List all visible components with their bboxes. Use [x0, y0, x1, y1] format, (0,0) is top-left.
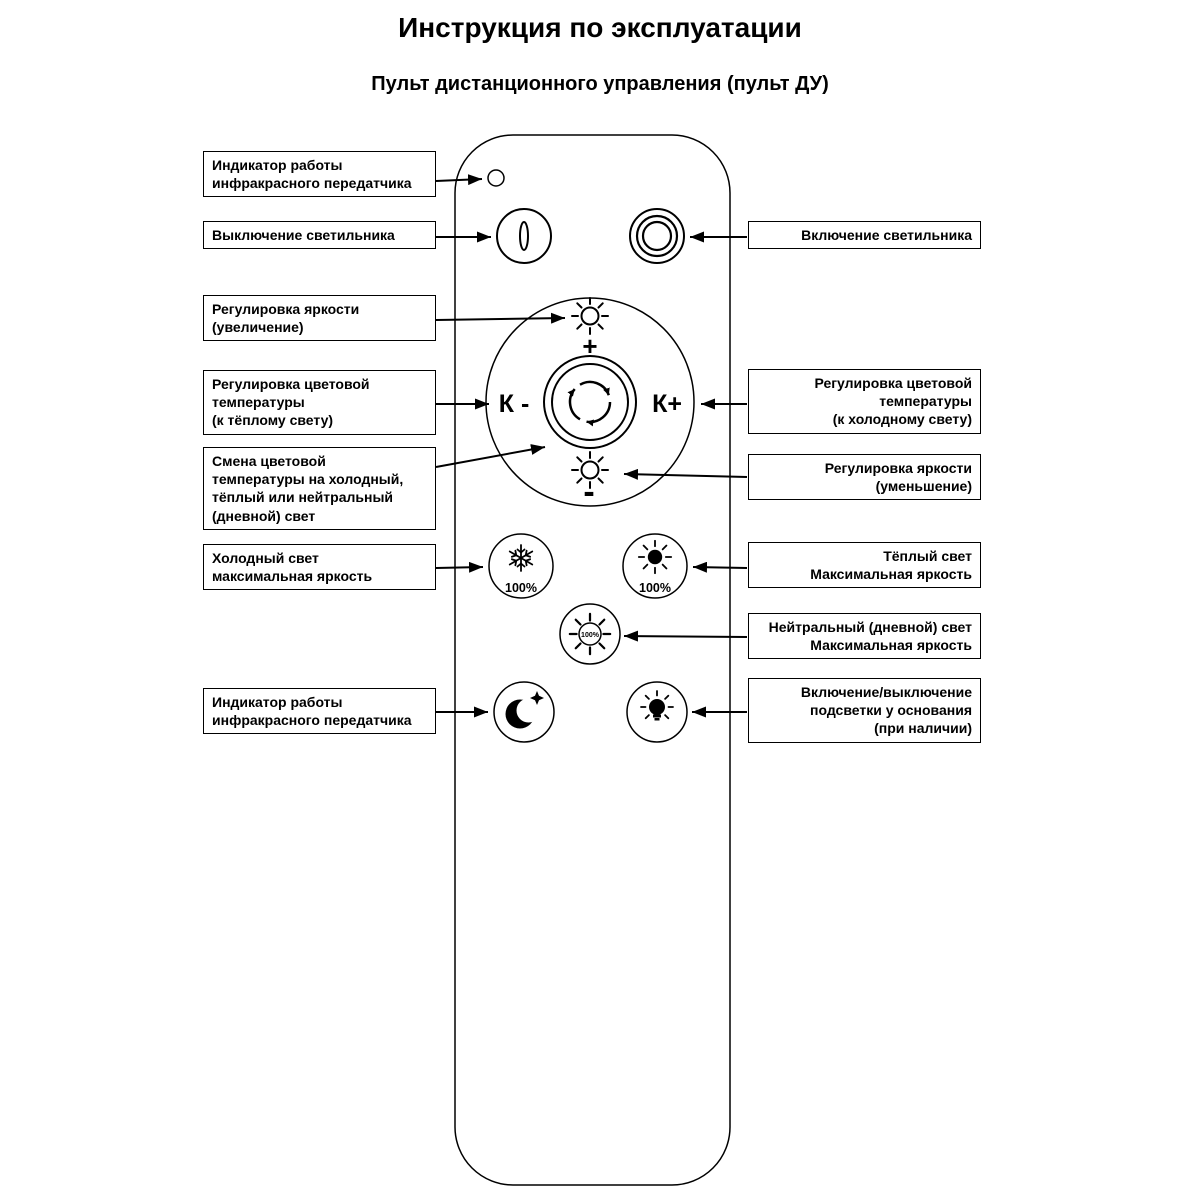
arrow-ir-indicator: [435, 174, 483, 186]
cold-percent-label: 100%: [505, 581, 537, 595]
label-neutral-light: Нейтральный (дневной) свет Максимальная …: [748, 613, 981, 660]
label-ir-indicator-top: Индикатор работы инфракрасного передатчи…: [203, 151, 436, 198]
power-on-button: [629, 208, 685, 264]
label-color-temp-cold: Регулировка цветовой температуры (к холо…: [748, 369, 981, 434]
brightness-down-button: -: [571, 451, 609, 511]
label-warm-light: Тёплый свет Максимальная яркость: [748, 542, 981, 589]
sun-icon: [571, 297, 609, 335]
label-brightness-down: Регулировка яркости (уменьшение): [748, 454, 981, 501]
base-backlight-button: [626, 681, 688, 743]
arrow-color-cycle: [435, 444, 546, 468]
warm-percent-label: 100%: [639, 581, 671, 595]
label-power-off: Выключение светильника: [203, 221, 436, 250]
moon-icon: [505, 691, 544, 729]
page-title: Инструкция по эксплуатации: [398, 12, 802, 43]
night-mode-button: [493, 681, 555, 743]
label-color-cycle: Смена цветовой температуры на холодный, …: [203, 447, 436, 530]
cold-light-button: 100%: [488, 533, 554, 599]
brightness-minus-label: -: [583, 473, 594, 511]
k-plus-label: К+: [652, 390, 682, 418]
arrow-brightness-down: [623, 468, 748, 480]
neutral-light-button: 100%: [559, 603, 621, 665]
pointer-arrows: [435, 174, 748, 718]
neutral-percent-label: 100%: [581, 632, 600, 639]
label-color-temp-warm: Регулировка цветовой температуры (к тёпл…: [203, 370, 436, 435]
label-cold-light: Холодный свет максимальная яркость: [203, 544, 436, 591]
k-minus-label: К -: [499, 390, 530, 418]
cycle-arrows-icon: [567, 380, 612, 427]
color-cycle-button: [543, 355, 637, 449]
star-icon: [530, 691, 544, 705]
label-base-backlight: Включение/выключение подсветки у основан…: [748, 678, 981, 743]
brightness-up-button: +: [571, 297, 609, 361]
arrow-warm-light: [692, 561, 748, 573]
bulb-icon: [640, 690, 674, 721]
brightness-plus-label: +: [582, 331, 597, 361]
label-ir-indicator-bottom: Индикатор работы инфракрасного передатчи…: [203, 688, 436, 735]
arrow-brightness-up: [435, 312, 566, 324]
sun-icon: [571, 451, 609, 489]
ir-indicator-led: [487, 169, 505, 187]
arrow-cold-light: [435, 561, 484, 573]
label-power-on: Включение светильника: [748, 221, 981, 250]
page-subtitle: Пульт дистанционного управления (пульт Д…: [371, 73, 829, 95]
arrow-neutral-light: [623, 630, 748, 642]
warm-light-button: 100%: [622, 533, 688, 599]
label-brightness-up: Регулировка яркости (увеличение): [203, 295, 436, 342]
filled-sun-icon: [637, 539, 673, 575]
power-off-button: [496, 208, 552, 264]
